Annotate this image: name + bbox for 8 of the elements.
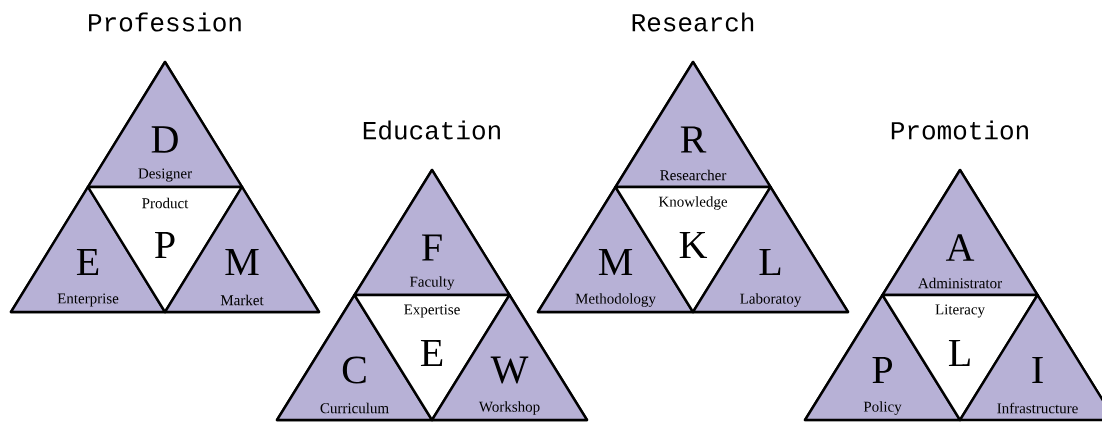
node-label: Promotion [891,120,1028,140]
triangle-segment: D Designer [86,60,244,189]
triangle-segment: A Administrator [881,168,1039,297]
node-label: Education [363,120,500,140]
node-label: Research [632,12,754,32]
node-label: Profession [89,12,241,32]
triangle-segment: R Researcher [614,60,772,189]
triangle-segment: F Faculty [353,168,511,297]
